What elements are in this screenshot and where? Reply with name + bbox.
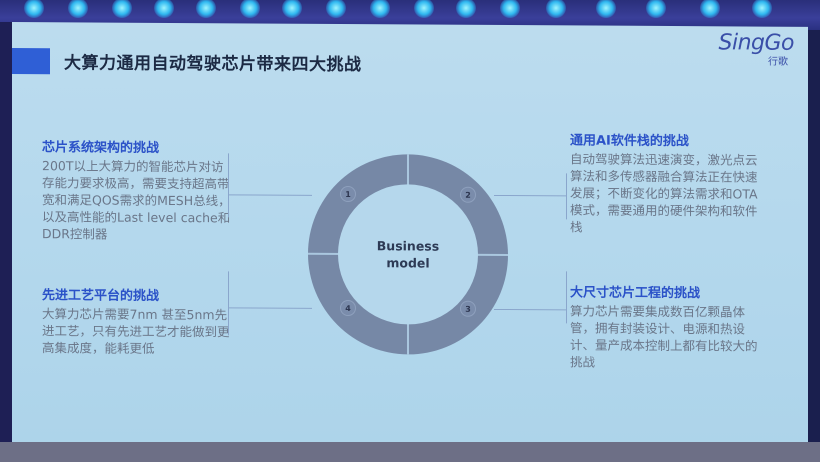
challenge-text: 自动驾驶算法迅速演变，激光点云算法和多传感器融合算法正在快速发展；不断变化的算法… bbox=[570, 151, 758, 235]
challenge-title: 通用AI软件栈的挑战 bbox=[570, 133, 689, 150]
ring-center-label: Business model bbox=[338, 184, 478, 325]
singgo-logo: SingGo 行歌 bbox=[719, 30, 795, 67]
center-label-line2: model bbox=[386, 255, 430, 271]
challenge-block-large-chip: 大尺寸芯片工程的挑战 算力芯片需要集成数百亿颗晶体管，拥有封装设计、电源和热设计… bbox=[570, 281, 766, 371]
challenge-block-architecture: 芯片系统架构的挑战 200T以上大算力的智能芯片对访存能力要求极高，需要支持超高… bbox=[42, 136, 232, 243]
challenge-text: 大算力芯片需要7nm 甚至5nm先进工艺，只有先进工艺才能做到更高集成度，能耗更… bbox=[42, 306, 230, 356]
challenge-block-ai-software: 通用AI软件栈的挑战 自动驾驶算法迅速演变，激光点云算法和多传感器融合算法正在快… bbox=[570, 129, 766, 236]
slide-title: 大算力通用自动驾驶芯片带来四大挑战 bbox=[64, 53, 362, 76]
screen-frame-left bbox=[0, 22, 12, 442]
title-accent-bar bbox=[12, 48, 50, 75]
center-label-line1: Business bbox=[376, 238, 440, 254]
segment-number-badge: 2 bbox=[460, 186, 476, 203]
connector-line bbox=[228, 153, 229, 218]
connector-line bbox=[566, 271, 567, 324]
challenge-block-process: 先进工艺平台的挑战 大算力芯片需要7nm 甚至5nm先进工艺，只有先进工艺才能做… bbox=[42, 284, 232, 357]
segment-number-badge: 3 bbox=[460, 300, 476, 317]
challenge-text: 200T以上大算力的智能芯片对访存能力要求极高，需要支持超高带宽和满足QOS需求… bbox=[42, 158, 231, 242]
connector-line bbox=[228, 271, 229, 336]
challenge-title: 芯片系统架构的挑战 bbox=[42, 140, 160, 156]
connector-line bbox=[566, 173, 567, 220]
challenge-text: 算力芯片需要集成数百亿颗晶体管，拥有封装设计、电源和热设计、量产成本控制上都有比… bbox=[570, 303, 758, 370]
segment-number-badge: 1 bbox=[340, 186, 356, 203]
presentation-slide: 大算力通用自动驾驶芯片带来四大挑战 SingGo 行歌 芯片系统架构的挑战 20… bbox=[12, 22, 808, 447]
challenge-title: 先进工艺平台的挑战 bbox=[42, 288, 160, 304]
stage-floor bbox=[0, 442, 820, 462]
challenge-title: 大尺寸芯片工程的挑战 bbox=[570, 285, 701, 302]
business-model-ring: Business model 1 2 3 4 bbox=[298, 153, 518, 356]
segment-number-badge: 4 bbox=[340, 300, 356, 317]
